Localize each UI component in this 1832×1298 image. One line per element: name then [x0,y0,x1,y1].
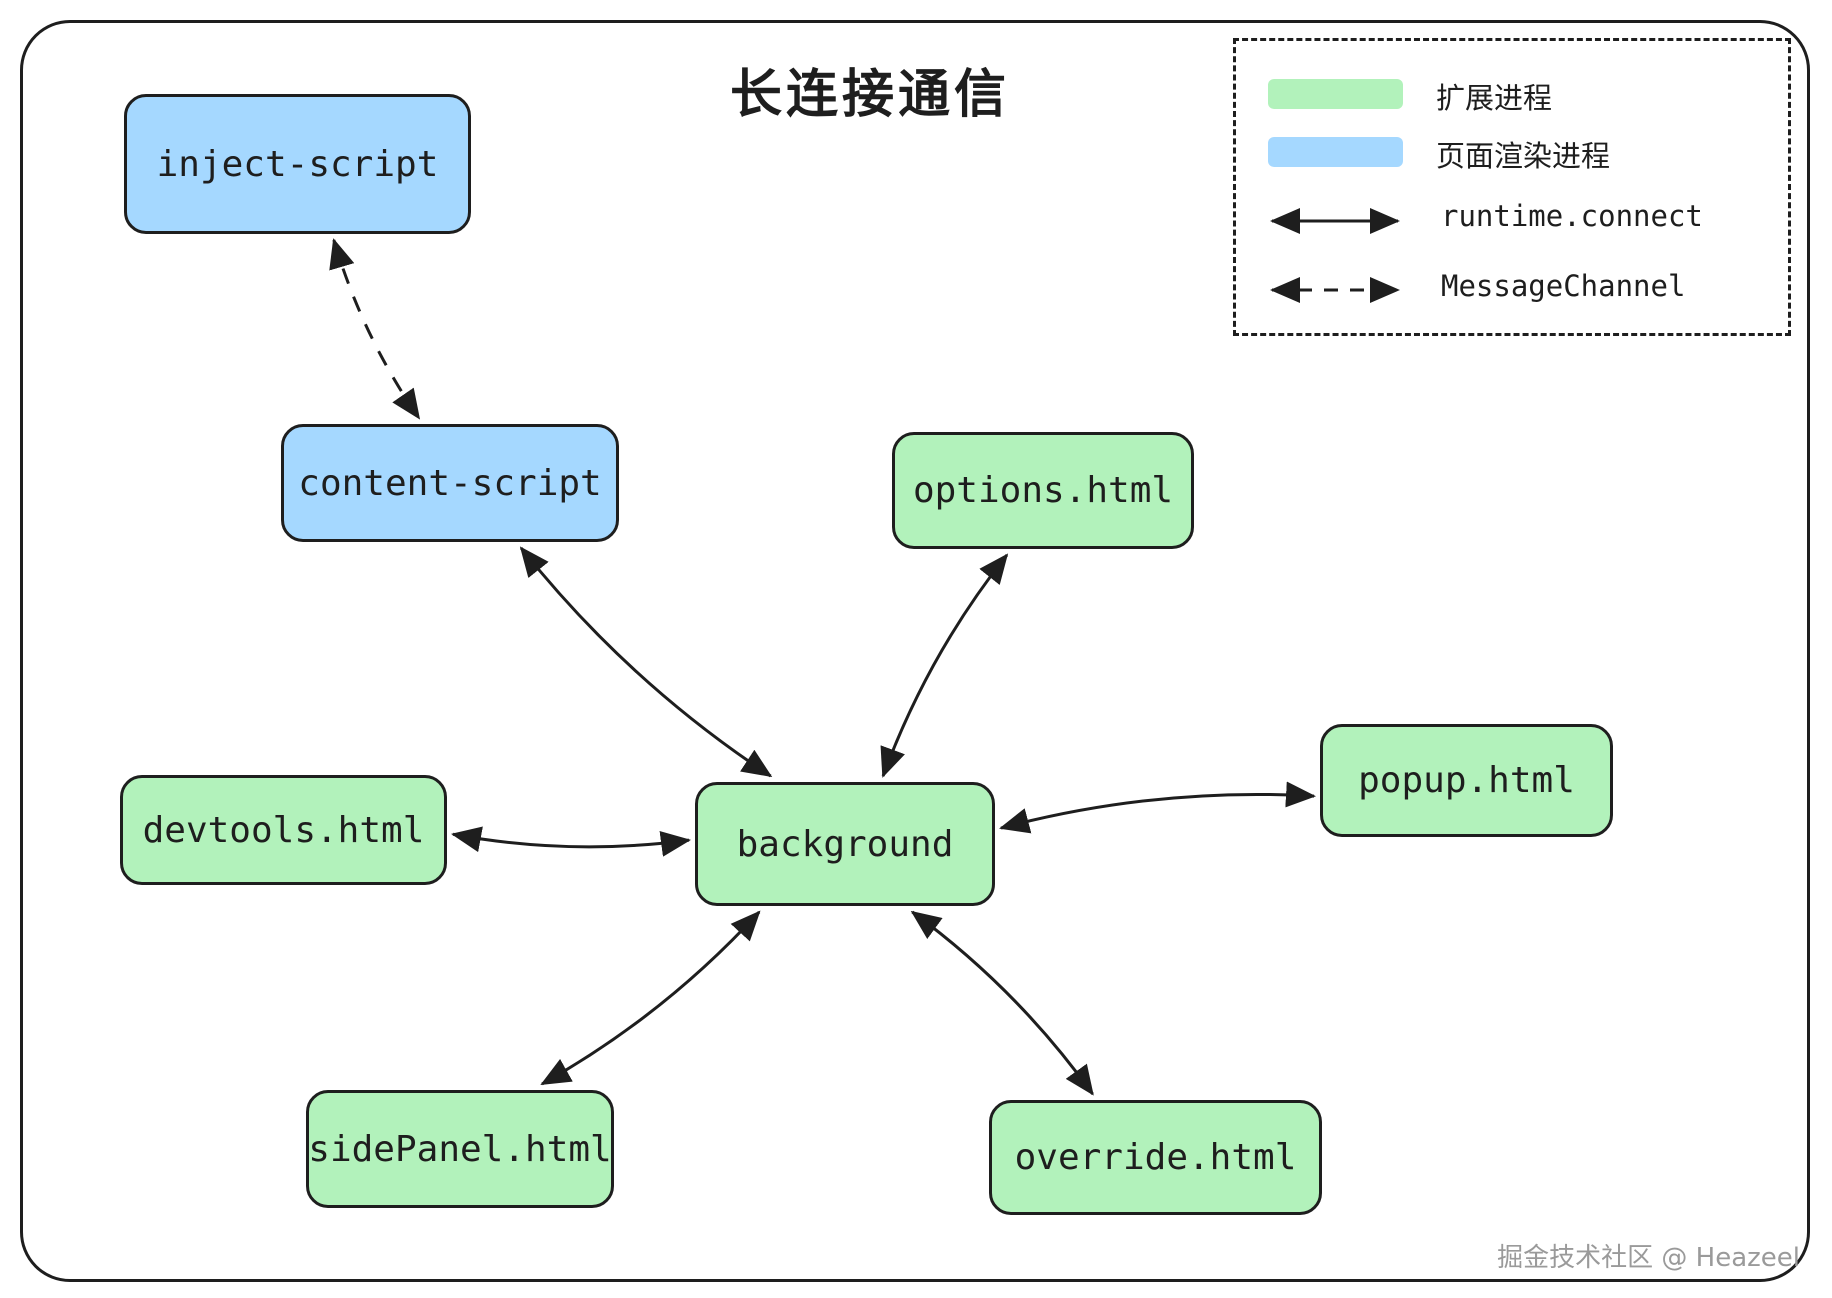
legend-swatch-extension [1268,79,1403,109]
edge-options-background [880,553,1009,778]
legend-label-extension: 扩展进程 [1436,81,1553,115]
edge-content_script-background [519,546,773,778]
legend-label-runtime-connect: runtime.connect [1441,199,1703,233]
edge-override-background [910,910,1094,1096]
node-label: content-script [298,462,602,504]
legend-swatch-page [1268,137,1403,167]
node-label: options.html [912,470,1174,511]
edge-devtools-background [451,826,691,857]
node-sidepanel-html: sidePanel.html [306,1090,614,1208]
legend-box: 扩展进程 页面渲染进程 runtime.connect MessageChann… [1233,38,1791,336]
node-popup-html: popup.html [1320,724,1613,837]
node-override-html: override.html [989,1100,1322,1215]
watermark: 掘金技术社区 @ Heazeel [1497,1243,1800,1273]
node-background: background [695,782,995,906]
node-devtools-html: devtools.html [120,775,447,885]
edge-popup-background [999,781,1316,834]
node-label: inject-script [156,143,439,185]
node-label: override.html [1014,1137,1297,1178]
node-label: popup.html [1358,760,1575,801]
edge-sidepanel-background [540,910,761,1086]
edge-inject_script-content_script [329,238,421,420]
node-inject-script: inject-script [124,94,471,234]
legend-label-page: 页面渲染进程 [1436,139,1611,173]
node-label: devtools.html [142,809,425,851]
node-label: background [736,823,954,865]
outer-frame [20,20,1810,1282]
legend-label-message-channel: MessageChannel [1441,269,1686,303]
node-options-html: options.html [892,432,1194,549]
node-content-script: content-script [281,424,619,542]
node-label: sidePanel.html [308,1128,612,1170]
diagram-title: 长连接通信 [730,65,1011,125]
